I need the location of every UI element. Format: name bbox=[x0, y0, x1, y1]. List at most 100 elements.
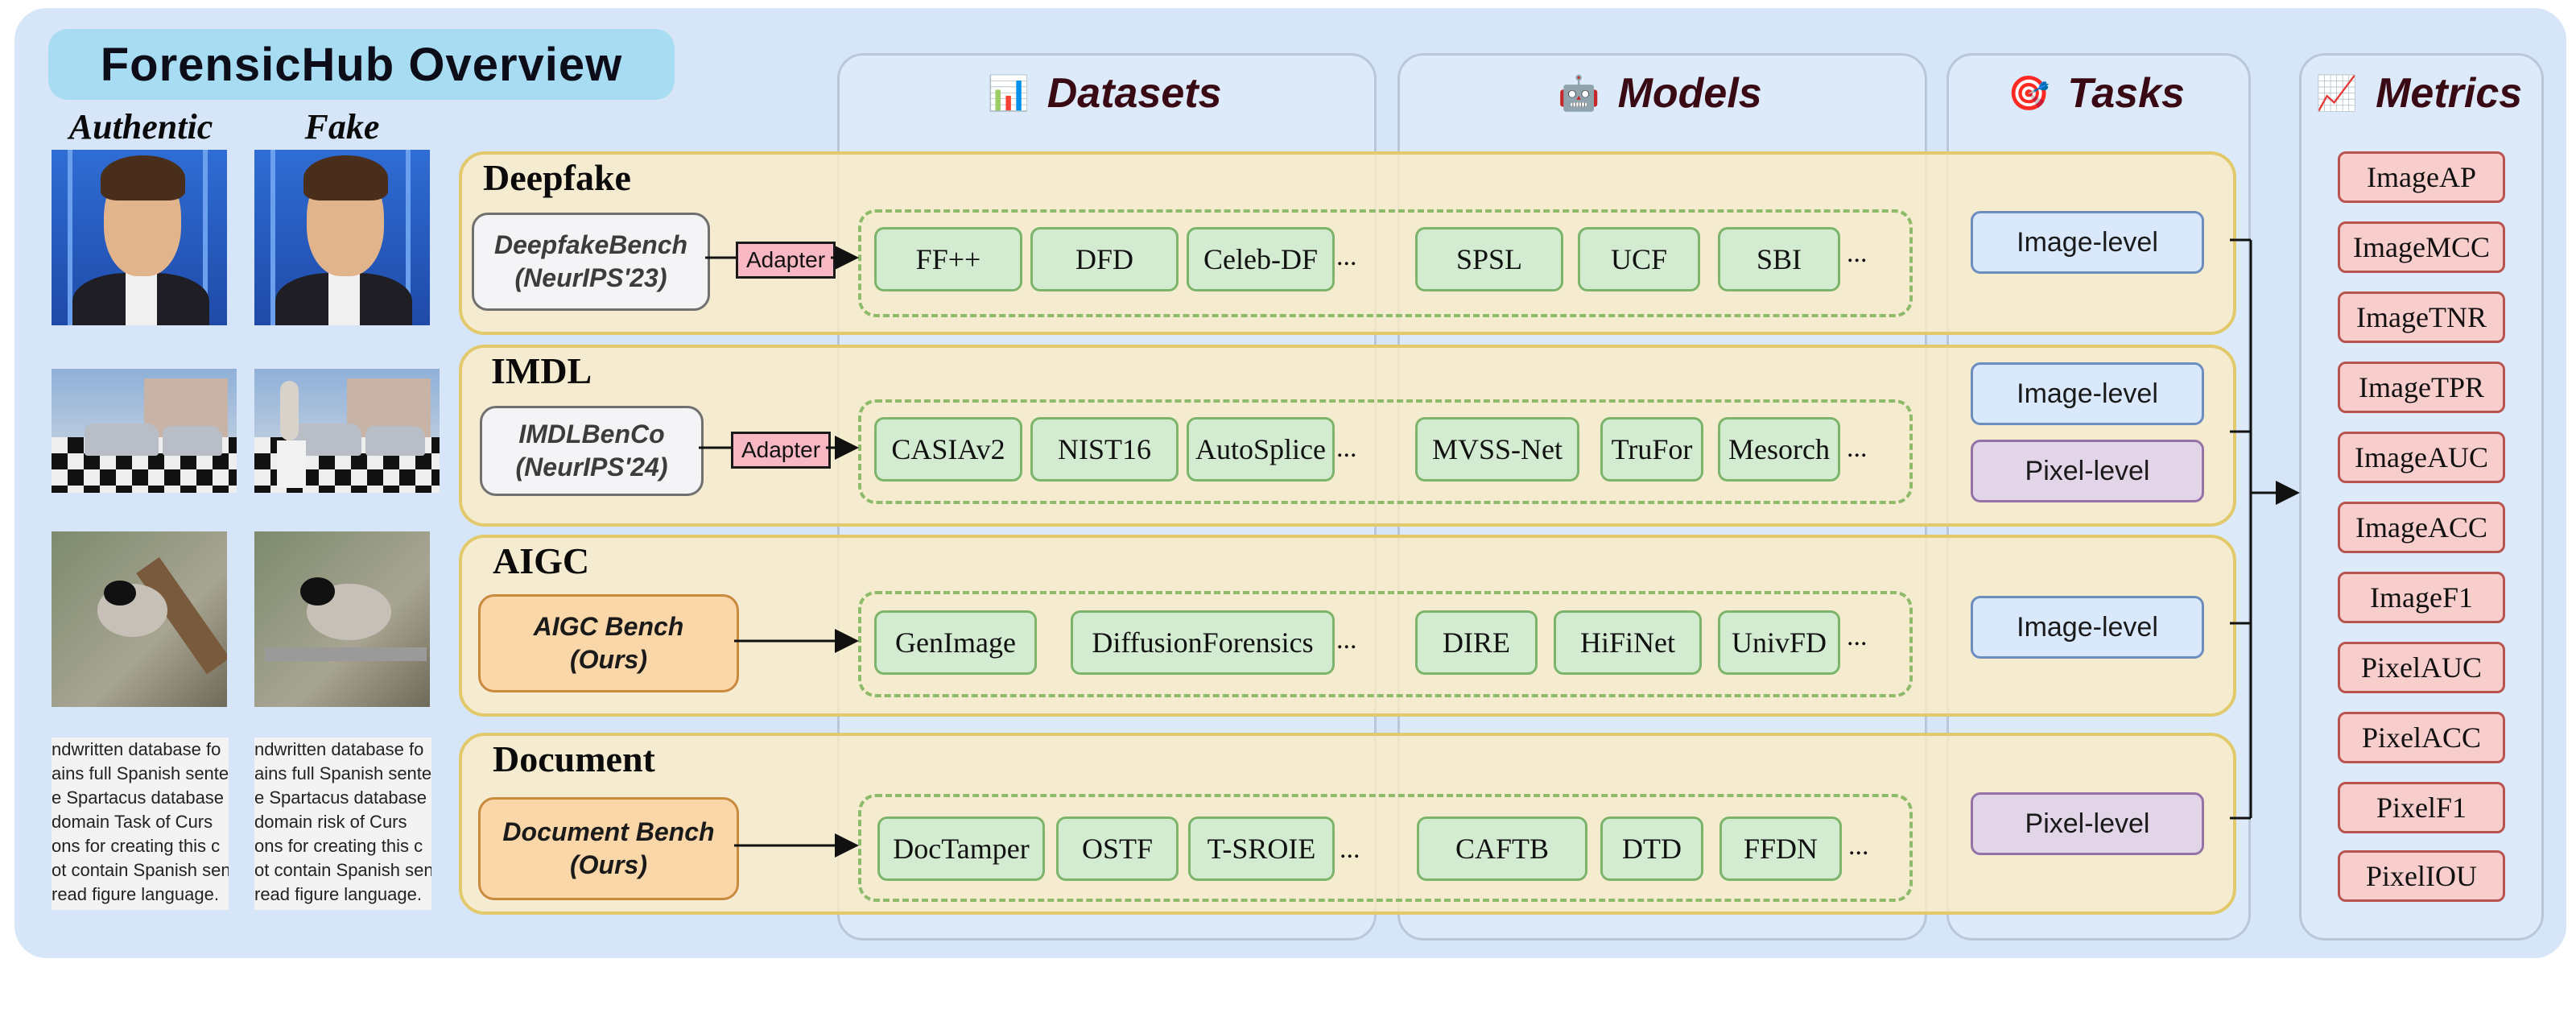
task-image-level: Image-level bbox=[1971, 596, 2204, 659]
adapter-imdl: Adapter bbox=[731, 432, 831, 469]
bench-name: Document Bench bbox=[502, 817, 715, 847]
metric-chip: ImageACC bbox=[2338, 502, 2505, 553]
metrics-header-label: Metrics bbox=[2376, 70, 2523, 117]
metric-chip: ImageAUC bbox=[2338, 432, 2505, 483]
bench-venue: (NeurIPS'23) bbox=[514, 263, 667, 292]
dataset-chip: NIST16 bbox=[1030, 417, 1179, 482]
task-pixel-level: Pixel-level bbox=[1971, 792, 2204, 855]
metric-chip: ImageF1 bbox=[2338, 572, 2505, 623]
dataset-chip: DocTamper bbox=[877, 816, 1045, 881]
dataset-chip: DiffusionForensics bbox=[1071, 610, 1335, 675]
doc-line: read figure language. bbox=[254, 884, 422, 904]
metrics-header: 📈 Metrics bbox=[2299, 61, 2539, 126]
bench-name: AIGC Bench bbox=[533, 612, 684, 642]
ellipsis: ... bbox=[1847, 433, 1868, 463]
doc-line: ains full Spanish sente bbox=[254, 763, 431, 783]
metric-chip: ImageAP bbox=[2338, 151, 2505, 203]
bench-name: DeepfakeBench bbox=[493, 230, 688, 260]
doc-line: ndwritten database fo bbox=[52, 739, 221, 759]
deepfake-items-group bbox=[858, 209, 1913, 317]
band-imdl bbox=[459, 345, 2236, 527]
metric-chip: ImageTNR bbox=[2338, 291, 2505, 343]
datasets-header: 📊 Datasets bbox=[837, 61, 1372, 126]
authentic-face-image bbox=[52, 150, 227, 325]
doc-line: e Spartacus database bbox=[52, 787, 225, 808]
metric-chip: ImageTPR bbox=[2338, 362, 2505, 413]
task-pixel-level: Pixel-level bbox=[1971, 440, 2204, 502]
authentic-street-image bbox=[52, 369, 237, 493]
metric-chip: PixelIOU bbox=[2338, 850, 2505, 902]
imdl-items-group bbox=[858, 399, 1913, 504]
robot-icon: 🤖 bbox=[1558, 73, 1600, 112]
ellipsis: ... bbox=[1847, 622, 1868, 651]
page-title: ForensicHub Overview bbox=[48, 29, 675, 100]
metric-chip: PixelAUC bbox=[2338, 642, 2505, 693]
model-chip: DTD bbox=[1600, 816, 1703, 881]
dataset-chip: AutoSplice bbox=[1187, 417, 1335, 482]
target-icon: 🎯 bbox=[2008, 73, 2050, 112]
bench-aigc: AIGC Bench (Ours) bbox=[478, 594, 739, 692]
bench-venue: (Ours) bbox=[570, 645, 647, 674]
fake-bird-image bbox=[254, 531, 430, 707]
model-chip: HiFiNet bbox=[1554, 610, 1702, 675]
metric-chip: PixelF1 bbox=[2338, 782, 2505, 833]
dataset-chip: GenImage bbox=[874, 610, 1037, 675]
model-chip: CAFTB bbox=[1417, 816, 1587, 881]
ellipsis: ... bbox=[1847, 238, 1868, 268]
datasets-header-label: Datasets bbox=[1046, 70, 1222, 117]
band-title-document: Document bbox=[493, 738, 655, 779]
ellipsis: ... bbox=[1336, 625, 1357, 655]
doc-line: read figure language. bbox=[52, 884, 219, 904]
doc-line: ons for creating this c bbox=[52, 836, 221, 856]
doc-line: domain risk of Curs bbox=[254, 812, 407, 832]
dataset-chip: T-SROIE bbox=[1188, 816, 1335, 881]
models-header-label: Models bbox=[1617, 70, 1762, 117]
bench-imdlbenco: IMDLBenCo (NeurIPS'24) bbox=[480, 406, 704, 496]
fake-street-image bbox=[254, 369, 440, 493]
bar-chart-icon: 📊 bbox=[987, 73, 1030, 112]
model-chip: SPSL bbox=[1415, 227, 1563, 291]
doc-line: ot contain Spanish sen bbox=[254, 860, 431, 880]
ellipsis: ... bbox=[1848, 831, 1869, 861]
metric-chip: PixelACC bbox=[2338, 712, 2505, 763]
band-title-imdl: IMDL bbox=[491, 350, 592, 391]
doc-line: e Spartacus database bbox=[254, 787, 427, 808]
line-chart-icon: 📈 bbox=[2315, 73, 2359, 112]
band-aigc bbox=[459, 535, 2236, 717]
task-image-level: Image-level bbox=[1971, 211, 2204, 274]
dataset-chip: OSTF bbox=[1056, 816, 1179, 881]
dataset-chip: FF++ bbox=[874, 227, 1022, 291]
bench-deepfakebench: DeepfakeBench (NeurIPS'23) bbox=[472, 213, 710, 311]
authentic-document-image: ndwritten database fo ains full Spanish … bbox=[52, 738, 229, 910]
model-chip: Mesorch bbox=[1718, 417, 1840, 482]
fake-face-image bbox=[254, 150, 430, 325]
bench-document: Document Bench (Ours) bbox=[478, 797, 739, 900]
metric-chip: ImageMCC bbox=[2338, 221, 2505, 273]
bench-name: IMDLBenCo bbox=[518, 420, 665, 449]
adapter-deepfake: Adapter bbox=[736, 242, 836, 279]
band-title-aigc: AIGC bbox=[493, 540, 590, 581]
ellipsis: ... bbox=[1336, 433, 1357, 463]
model-chip: UnivFD bbox=[1718, 610, 1840, 675]
model-chip: TruFor bbox=[1600, 417, 1703, 482]
model-chip: MVSS-Net bbox=[1415, 417, 1579, 482]
ellipsis: ... bbox=[1336, 242, 1357, 271]
bench-venue: (Ours) bbox=[569, 850, 647, 879]
model-chip: DIRE bbox=[1415, 610, 1538, 675]
doc-line: domain Task of Curs bbox=[52, 812, 213, 832]
dataset-chip: CASIAv2 bbox=[874, 417, 1022, 482]
doc-line: ons for creating this c bbox=[254, 836, 423, 856]
bench-venue: (NeurIPS'24) bbox=[515, 453, 668, 482]
authentic-bird-image bbox=[52, 531, 227, 707]
model-chip: UCF bbox=[1578, 227, 1700, 291]
task-image-level: Image-level bbox=[1971, 362, 2204, 425]
fake-label: Fake bbox=[304, 107, 380, 147]
doc-line: ndwritten database fo bbox=[254, 739, 424, 759]
doc-line: ot contain Spanish sen bbox=[52, 860, 229, 880]
dataset-chip: DFD bbox=[1030, 227, 1179, 291]
doc-line: ains full Spanish sente bbox=[52, 763, 229, 783]
tasks-header: 🎯 Tasks bbox=[1946, 61, 2246, 126]
ellipsis: ... bbox=[1340, 834, 1360, 864]
model-chip: SBI bbox=[1718, 227, 1840, 291]
dataset-chip: Celeb-DF bbox=[1187, 227, 1335, 291]
